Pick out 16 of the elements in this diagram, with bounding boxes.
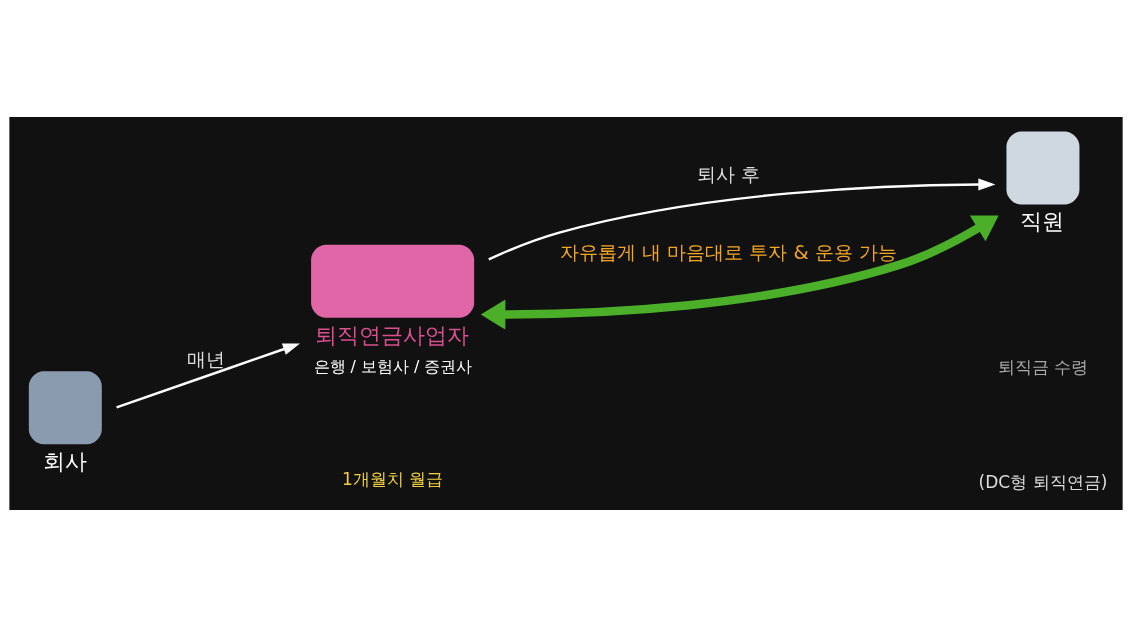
node-label: 은행 / 보험사 / 증권사 (313, 356, 473, 376)
arrow (116, 343, 300, 409)
node-box (1006, 131, 1080, 205)
edge-label: 퇴사 후 (696, 162, 761, 186)
edge-label: 자유롭게 내 마음대로 투자 & 운용 가능 (559, 240, 898, 264)
node-box (311, 244, 475, 318)
label: 1개월치 월급 (341, 468, 444, 489)
label: 퇴직금 수령 (997, 356, 1089, 377)
node-label: 직원 (1020, 208, 1065, 234)
node-box (28, 370, 102, 444)
edge-label: 매년 (187, 347, 226, 371)
node-label: 퇴직연금사업자 (315, 322, 470, 348)
label: (DC형 퇴직연금) (978, 471, 1108, 492)
arrow (488, 177, 996, 260)
arrow (480, 215, 999, 330)
node-label: 회사 (42, 448, 87, 474)
